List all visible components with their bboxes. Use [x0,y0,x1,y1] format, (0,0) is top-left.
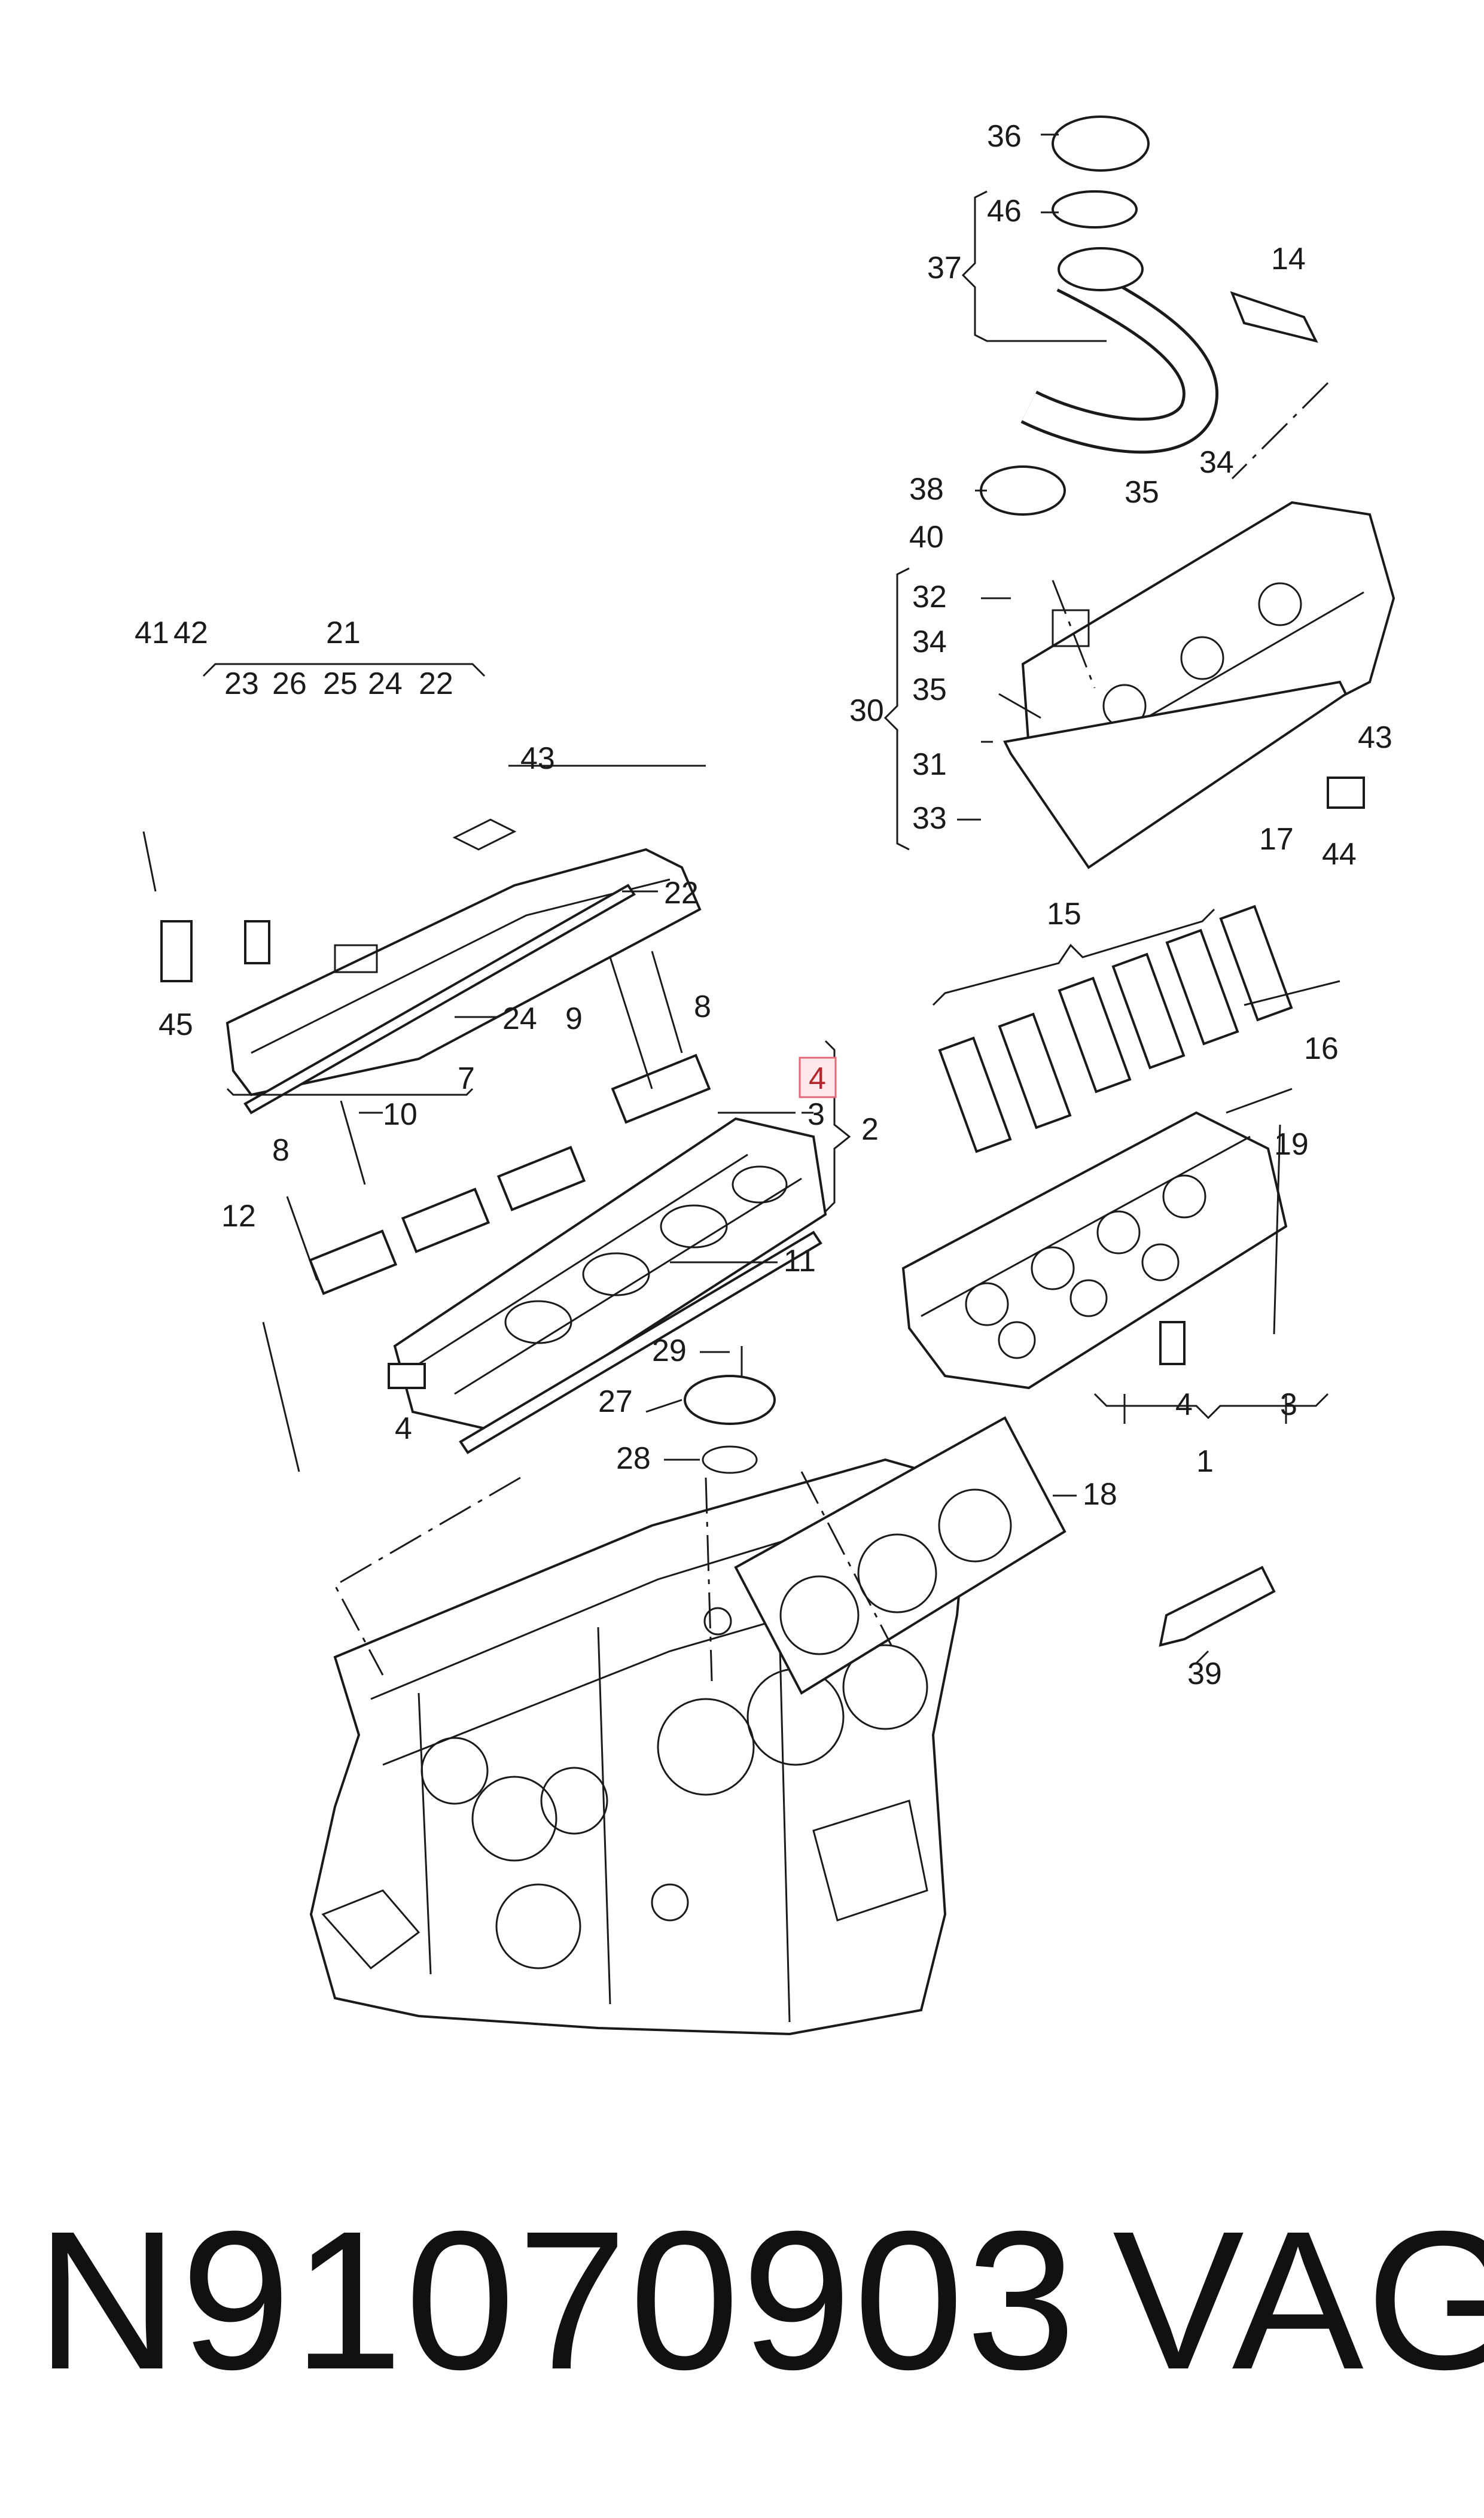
callout-43b[interactable]: 43 [1358,720,1392,755]
callout-18[interactable]: 18 [1083,1477,1117,1512]
leader-lines [202,133,1329,1664]
callout-4b[interactable]: 4 [1175,1387,1193,1422]
callout-22b[interactable]: 22 [664,876,699,911]
bolts-and-sensors [142,777,1365,1472]
callout-16[interactable]: 16 [1304,1031,1339,1066]
callout-10[interactable]: 10 [383,1097,418,1132]
callout-4-highlighted[interactable]: 4 [809,1061,826,1096]
callout-46[interactable]: 46 [987,194,1022,229]
callout-35a[interactable]: 35 [1125,475,1159,510]
callout-38[interactable]: 38 [909,472,944,507]
callout-7[interactable]: 7 [458,1061,475,1096]
callout-8b[interactable]: 8 [694,989,711,1024]
valve-cover-left [226,818,702,1097]
callout-33[interactable]: 33 [912,801,947,836]
valve-cover-gasket-left [243,884,636,1115]
callout-43a[interactable]: 43 [520,741,555,776]
callout-44[interactable]: 44 [1322,837,1357,872]
sealant-tube [1159,1566,1276,1647]
callout-1[interactable]: 1 [1196,1444,1214,1479]
callout-24a[interactable]: 24 [368,666,403,701]
callout-28[interactable]: 28 [616,1441,651,1476]
callout-37[interactable]: 37 [927,251,962,285]
callout-24b[interactable]: 24 [502,1001,537,1036]
brand-name: VAG [1113,2190,1484,2410]
highlight-box [799,1056,837,1098]
callout-8a[interactable]: 8 [272,1133,290,1168]
callout-labels: 1 2 3 3 4 4 4 7 8 8 9 10 11 12 14 15 16 … [135,119,1392,1691]
callout-26[interactable]: 26 [272,666,307,701]
callout-3a[interactable]: 3 [807,1097,825,1132]
cylinder-head-left [393,1117,827,1432]
valve-cover-gasket-right [1003,680,1348,869]
callout-9[interactable]: 9 [565,1001,583,1036]
camshaft-caps-left [308,1054,711,1295]
cylinder-head-right [901,1111,1288,1390]
callout-19[interactable]: 19 [1274,1127,1309,1162]
callout-15[interactable]: 15 [1047,897,1081,931]
callout-34a[interactable]: 34 [1199,445,1234,480]
hose-14 [1230,291,1318,343]
callout-40[interactable]: 40 [909,520,944,555]
callout-39[interactable]: 39 [1187,1657,1222,1691]
callout-3b[interactable]: 3 [1280,1387,1297,1422]
head-gasket-right [734,1416,1066,1695]
breather-hose [980,115,1218,516]
callout-22a[interactable]: 22 [419,666,453,701]
callout-11[interactable]: 11 [784,1244,816,1278]
callout-42[interactable]: 42 [173,616,208,650]
callout-23[interactable]: 23 [224,666,259,701]
callout-34b[interactable]: 34 [912,625,947,659]
callout-12[interactable]: 12 [221,1199,256,1234]
coolant-flange [684,1346,776,1474]
callout-45[interactable]: 45 [159,1007,193,1042]
callout-17[interactable]: 17 [1259,822,1294,857]
alignment-lines [333,382,1329,1682]
callout-27[interactable]: 27 [598,1384,633,1419]
callout-41[interactable]: 41 [135,616,169,650]
callout-35b[interactable]: 35 [912,672,947,707]
callout-30[interactable]: 30 [849,693,884,728]
callout-36[interactable]: 36 [987,119,1022,154]
rocker-arms [938,905,1293,1153]
callout-29[interactable]: 29 [652,1333,687,1368]
callout-14[interactable]: 14 [1271,242,1306,276]
callout-4a[interactable]: 4 [395,1411,412,1446]
callout-21[interactable]: 21 [326,616,361,650]
callout-25[interactable]: 25 [323,666,358,701]
head-gasket-strip-left [459,1231,822,1454]
part-number: N91070903 [36,2190,1078,2410]
exploded-parts-diagram: 1 2 3 3 4 4 4 7 8 8 9 10 11 12 14 15 16 … [135,115,1395,2036]
callout-31[interactable]: 31 [912,747,947,782]
callout-2[interactable]: 2 [861,1112,879,1147]
callout-32[interactable]: 32 [912,580,947,614]
